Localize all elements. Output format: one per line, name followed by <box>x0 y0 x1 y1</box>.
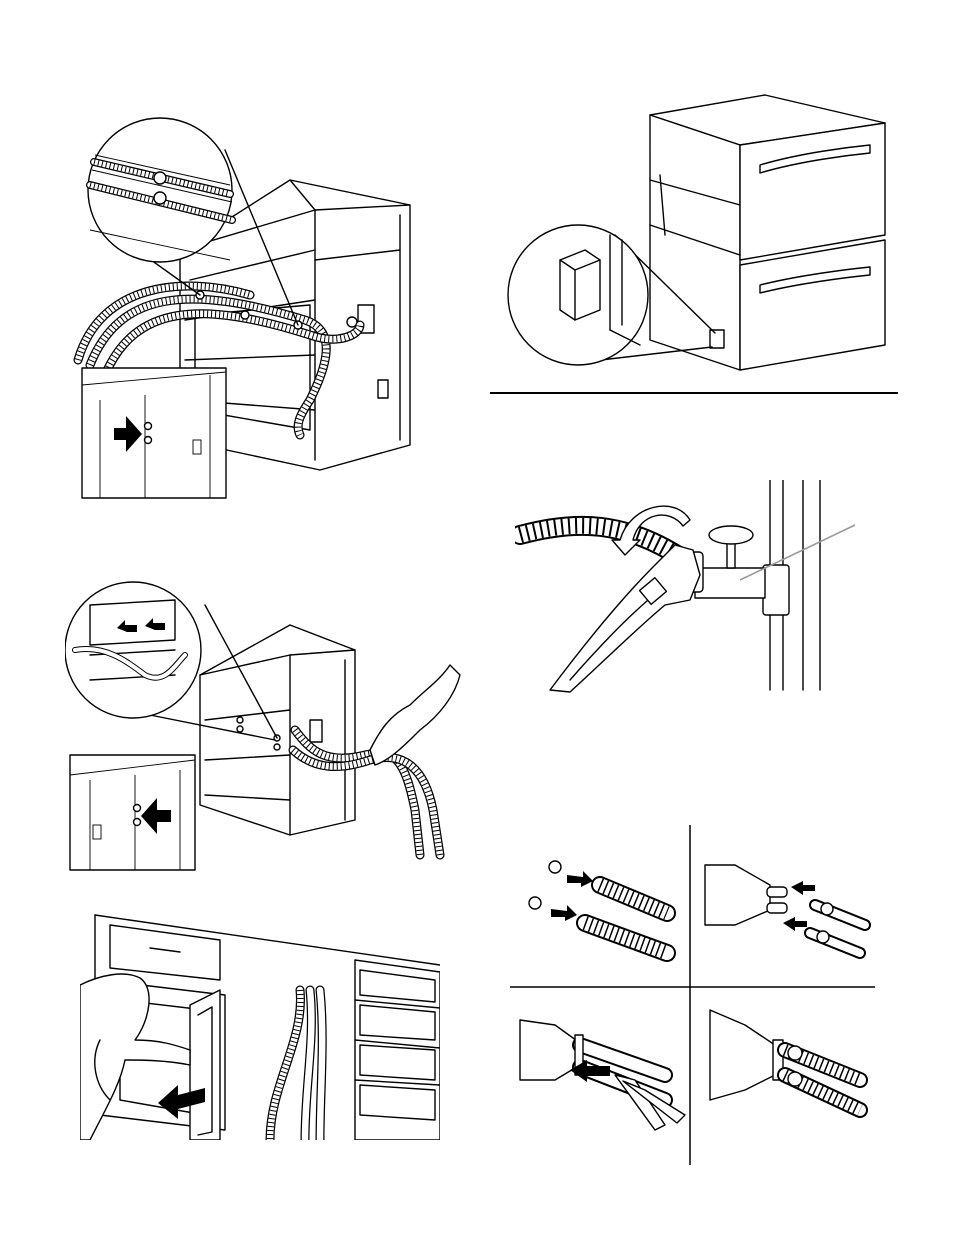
callout-leader <box>740 525 855 580</box>
section-divider <box>490 392 898 394</box>
step-completed-connection <box>710 1010 860 1110</box>
drawer-dishwasher-illustration <box>500 85 900 385</box>
arrow-right-icon <box>567 871 593 887</box>
inset-hole-detail <box>82 368 226 498</box>
arrow-left-icon <box>783 917 807 931</box>
figure-hose-routing <box>60 110 440 510</box>
figure-leveling-pad <box>500 85 900 385</box>
step-remove-clamps <box>529 861 667 953</box>
figure-connector-steps <box>505 825 875 1165</box>
step-attach-hoses <box>705 865 865 953</box>
figure-cabinet-routing <box>80 910 440 1140</box>
step-position-clamps <box>520 1020 685 1130</box>
figure-wrench-tighten <box>515 480 865 695</box>
arrow-left-icon <box>791 881 815 895</box>
wrench-valve-illustration <box>515 480 865 695</box>
hose-pull-illustration <box>65 580 465 875</box>
figure-hose-pullthrough <box>65 580 465 875</box>
arrow-right-icon <box>551 905 577 921</box>
connector-quad-illustration <box>505 825 875 1165</box>
cabinet-hose-illustration <box>80 910 440 1140</box>
hose-routing-illustration <box>60 110 440 510</box>
inset-hole-detail <box>70 755 195 870</box>
